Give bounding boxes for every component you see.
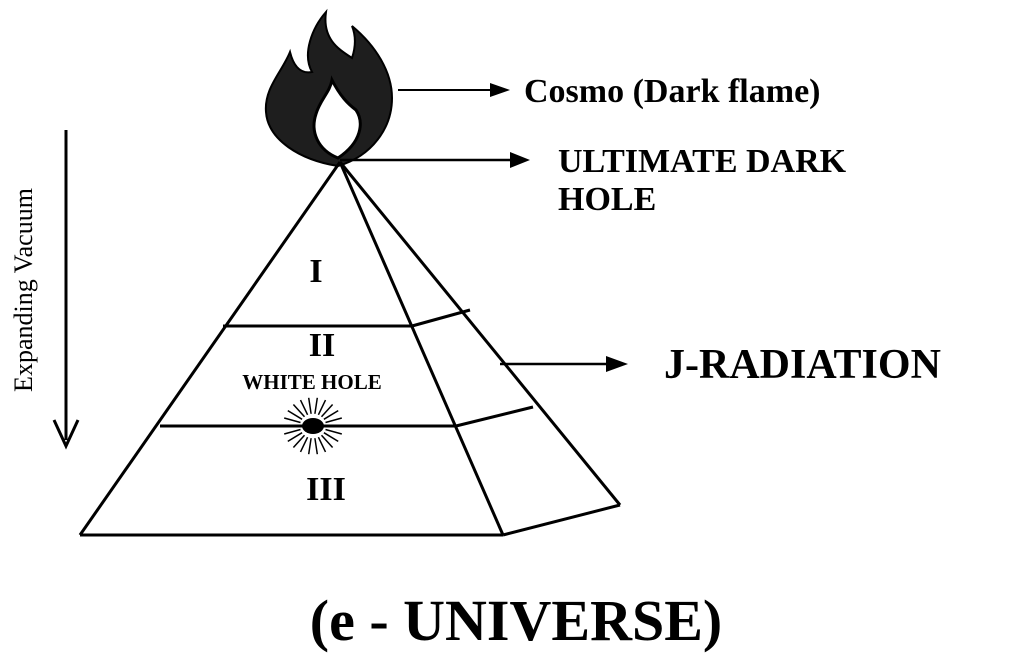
expanding-vacuum-label: Expanding Vacuum xyxy=(9,188,38,392)
white-hole-ray xyxy=(317,399,327,416)
white-hole-ray xyxy=(307,397,312,414)
white-hole-ray xyxy=(284,428,301,435)
level-three-label: III xyxy=(306,471,346,508)
expanding-vacuum-arrow xyxy=(52,130,80,450)
white-hole-ray xyxy=(292,403,306,418)
white-hole-ray xyxy=(287,432,303,443)
j-radiation-arrow xyxy=(500,356,628,372)
white-hole-ray xyxy=(314,438,319,455)
white-hole-ray xyxy=(317,436,327,453)
white-hole-ray xyxy=(292,434,306,449)
diagram-caption: (e - UNIVERSE) xyxy=(310,588,722,653)
white-hole-label: WHITE HOLE xyxy=(242,370,381,394)
flame-icon xyxy=(264,8,394,168)
ultimate-dark-hole-label-line2: HOLE xyxy=(558,181,656,218)
white-hole-ray xyxy=(323,409,339,420)
white-hole-ray xyxy=(284,417,301,424)
ultimate-dark-hole-label-line1: ULTIMATE DARK xyxy=(558,143,847,180)
level-one-label: I xyxy=(309,253,322,290)
white-hole-ray xyxy=(314,397,319,414)
white-hole-ray xyxy=(299,399,309,416)
white-hole-ray xyxy=(320,403,334,418)
white-hole-ray xyxy=(287,409,303,420)
white-hole-ray xyxy=(320,434,334,449)
ultimate-dark-hole-arrow xyxy=(340,152,530,168)
j-radiation-label: J-RADIATION xyxy=(664,342,941,388)
cosmo-arrow xyxy=(398,83,510,97)
pyramid xyxy=(78,161,622,537)
white-hole-ray xyxy=(325,428,342,435)
level-two-label: II xyxy=(309,327,335,364)
white-hole-ray xyxy=(323,432,339,443)
cosmo-dark-flame-label: Cosmo (Dark flame) xyxy=(524,73,821,110)
white-hole-ray xyxy=(325,417,342,424)
white-hole-ray xyxy=(307,438,312,455)
white-hole-ray xyxy=(299,436,309,453)
white-hole-star-icon xyxy=(283,397,343,455)
